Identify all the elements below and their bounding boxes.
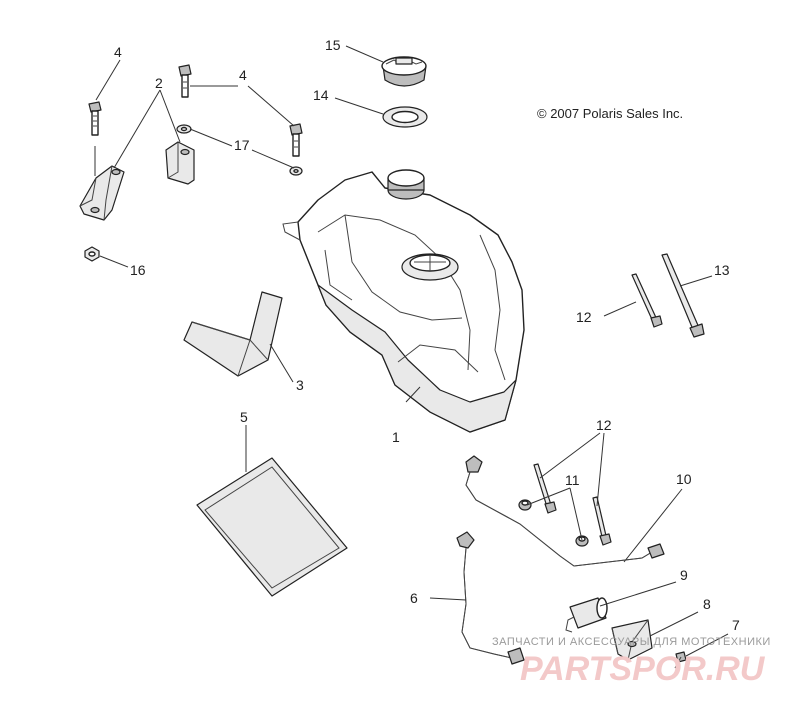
washer-center xyxy=(176,124,192,134)
callout-9: 9 xyxy=(680,567,688,583)
bracket-left xyxy=(79,165,125,221)
watermark-logo: PARTSPOR.RU xyxy=(520,650,766,688)
strap-short-upper xyxy=(631,273,663,328)
callout-2: 2 xyxy=(155,75,163,91)
callout-16: 16 xyxy=(130,262,146,278)
callout-6: 6 xyxy=(410,590,418,606)
nut xyxy=(84,246,100,262)
screw-small xyxy=(674,651,687,669)
foam-strip xyxy=(183,291,283,377)
bolt-left xyxy=(88,101,102,136)
callout-11: 11 xyxy=(565,472,580,488)
filter-bracket xyxy=(611,619,653,661)
watermark: ЗАПЧАСТИ И АКСЕССУАРЫ ДЛЯ МОТОТЕХНИКИ PA… xyxy=(492,636,771,688)
callout-17: 17 xyxy=(234,137,250,153)
callout-5: 5 xyxy=(240,409,248,425)
bracket-center xyxy=(165,141,195,185)
fuel-tank-pad xyxy=(196,457,348,597)
copyright-text: © 2007 Polaris Sales Inc. xyxy=(537,106,683,121)
strap-long xyxy=(661,253,705,338)
gasket-ring xyxy=(382,106,428,128)
strap-short-lower-b xyxy=(592,496,612,546)
clip-lower xyxy=(575,535,589,547)
callout-1: 1 xyxy=(392,429,400,445)
callout-4-left: 4 xyxy=(114,44,122,60)
fuel-tank xyxy=(282,169,525,433)
leader-lines xyxy=(94,45,729,657)
fuel-line-return xyxy=(465,455,665,567)
callout-12-upper: 12 xyxy=(576,309,592,325)
fuel-line-supply xyxy=(456,531,525,665)
bolt-top-center xyxy=(178,64,192,98)
washer-right xyxy=(289,166,303,176)
callout-15: 15 xyxy=(325,37,341,53)
fuel-cap xyxy=(381,56,427,87)
callout-13: 13 xyxy=(714,262,730,278)
bolt-right xyxy=(289,123,303,157)
callout-4-top: 4 xyxy=(239,67,247,83)
callout-10: 10 xyxy=(676,471,692,487)
callout-12-lower: 12 xyxy=(596,417,612,433)
callout-labels: 1 2 3 4 4 5 6 7 8 9 10 11 12 12 13 14 15… xyxy=(114,37,740,633)
callout-3: 3 xyxy=(296,377,304,393)
clip-upper xyxy=(518,499,532,511)
fuel-filter xyxy=(565,597,608,633)
callout-14: 14 xyxy=(313,87,329,103)
callout-8: 8 xyxy=(703,596,711,612)
watermark-tagline: ЗАПЧАСТИ И АКСЕССУАРЫ ДЛЯ МОТОТЕХНИКИ xyxy=(492,636,771,648)
callout-7: 7 xyxy=(732,617,740,633)
strap-short-lower-a xyxy=(533,463,557,514)
